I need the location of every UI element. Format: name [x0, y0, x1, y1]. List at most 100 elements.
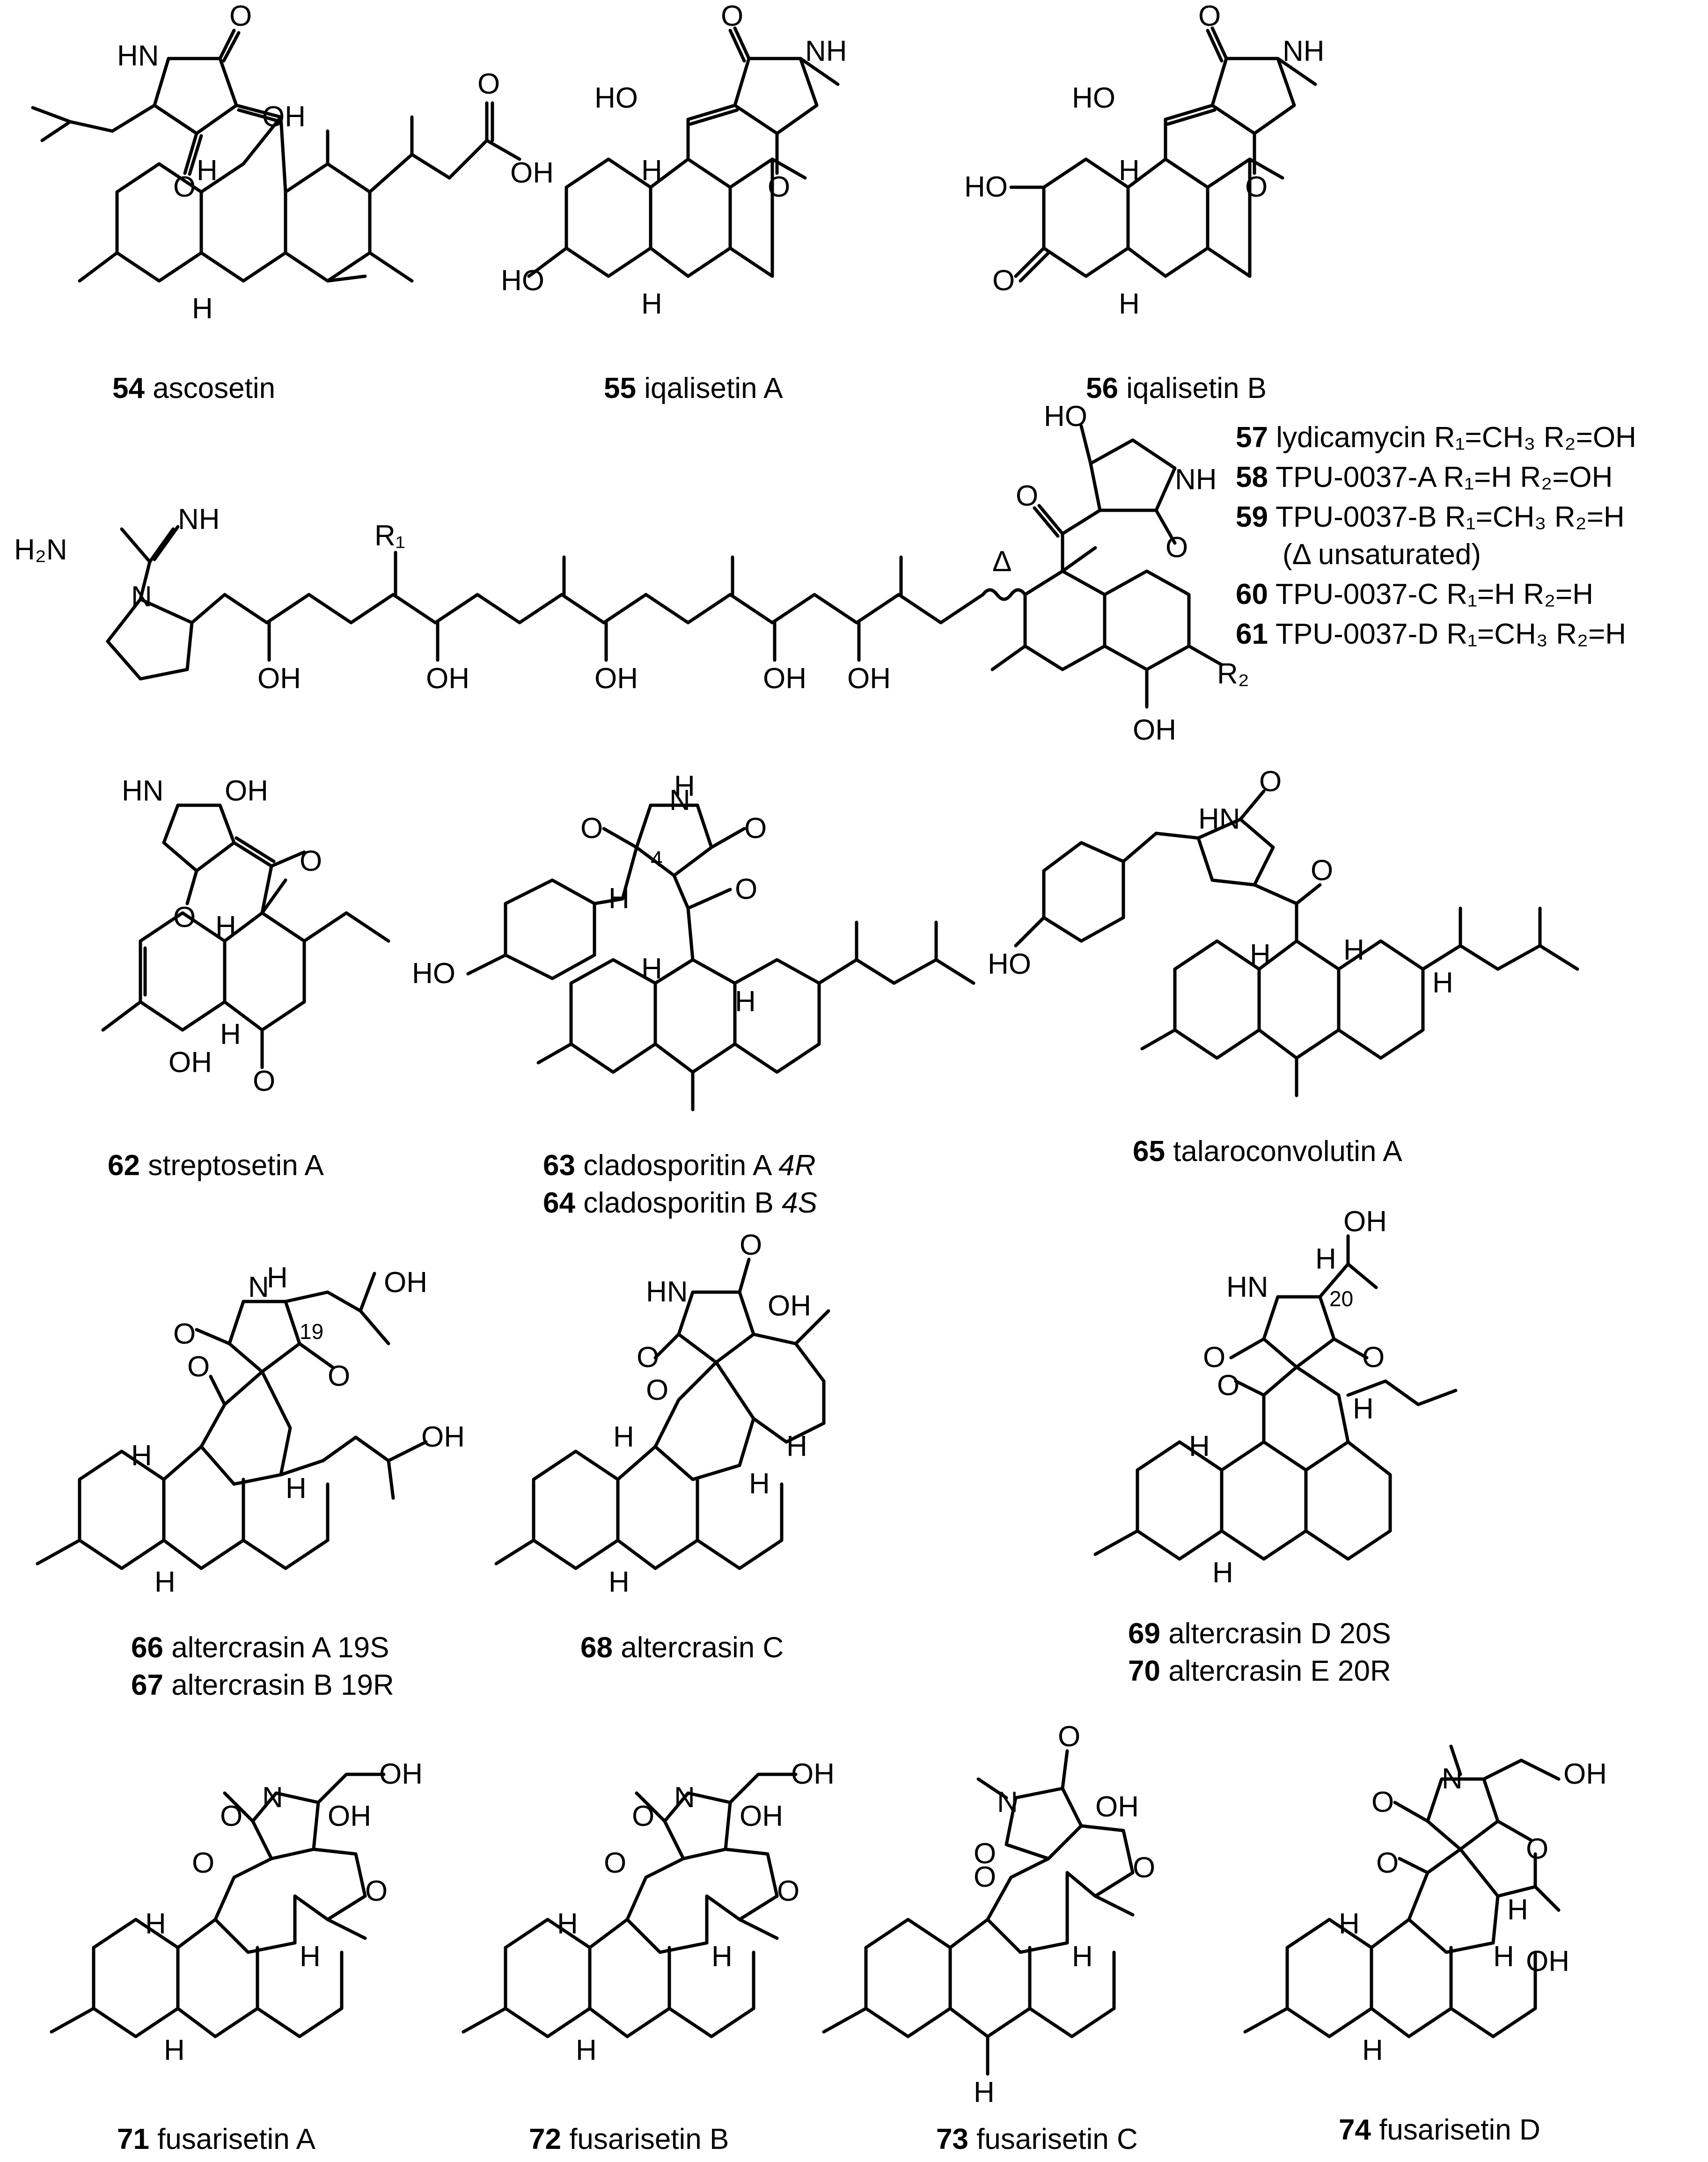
structure-66-67: N H O O O OH 19 OH H H H [36, 1262, 465, 1598]
atom-label: HN [1226, 1271, 1268, 1303]
atom-label: O [1259, 765, 1282, 798]
atom-label: O [740, 1229, 762, 1261]
caption-69: 69 altercrasin D 20S [1128, 1618, 1391, 1650]
structure-73: N O O O OH O H H [822, 1721, 1155, 2109]
atom-label: H [215, 911, 236, 943]
atom-label: O [365, 1875, 388, 1907]
caption-70: 70 altercrasin E 20R [1128, 1655, 1391, 1687]
atom-label: O [173, 171, 196, 203]
atom-label: O [1198, 0, 1221, 32]
caption-59: 59 TPU-0037-B R₁=CH₃ R₂=H [1236, 501, 1625, 533]
caption-74: 74 fusarisetin D [1339, 2114, 1540, 2146]
atom-label: OH [257, 662, 301, 695]
atom-label: NH [178, 503, 220, 536]
delta-note: (Δ unsaturated) [1283, 538, 1481, 571]
atom-label: NH [805, 35, 847, 67]
structure-72: N O O OH OH O H H H [462, 1758, 835, 2066]
atom-label: H [674, 770, 695, 802]
atom-label: N [669, 784, 690, 816]
atom-label: HO [594, 82, 638, 114]
atom-label: N [674, 1781, 695, 1814]
legend-57-61: 57 lydicamycin R₁=CH₃ R₂=OH 58 TPU-0037-… [1236, 421, 1636, 650]
atom-label: OH [1133, 714, 1176, 746]
caption-67: 67 altercrasin B 19R [131, 1669, 394, 1701]
atom-label: O [974, 1861, 996, 1893]
position-label: 20 [1329, 1287, 1353, 1311]
atom-label: O [300, 845, 322, 877]
atom-label: OH [262, 101, 306, 133]
atom-label: H [1353, 1393, 1374, 1425]
atom-label: H [641, 953, 662, 985]
atom-label: O [646, 1374, 668, 1406]
atom-label: O [1058, 1721, 1080, 1753]
atom-label: O [173, 1318, 196, 1350]
caption-66: 66 altercrasin A 19S [131, 1632, 389, 1664]
atom-label: HO [964, 171, 1008, 203]
atom-label: HN [122, 775, 164, 807]
atom-label: H [145, 1908, 166, 1940]
atom-label: O [768, 171, 790, 203]
atom-label: HO [412, 957, 455, 990]
atom-label: O [1016, 480, 1038, 512]
atom-label: HO [501, 265, 544, 297]
atom-label: H [1250, 939, 1271, 971]
atom-label: NH [1283, 35, 1325, 67]
atom-label: H [1339, 1908, 1360, 1940]
atom-label: O [1133, 1852, 1155, 1884]
atom-label: O [1245, 171, 1268, 203]
atom-label: O [328, 1360, 350, 1392]
atom-label: H [608, 1566, 630, 1598]
atom-label: H [735, 985, 756, 1018]
structure-69-70: HN H OH 20 O O O H H H [1093, 1206, 1458, 1589]
atom-label: OH [791, 1758, 835, 1790]
atom-label: OH [594, 662, 638, 695]
atom-label: OH [740, 1800, 783, 1832]
delta-label: Δ [992, 545, 1012, 578]
atom-label: HO [1072, 82, 1115, 114]
caption-68: 68 altercrasin C [580, 1632, 784, 1664]
atom-label: O [477, 68, 500, 100]
atom-label: OH [1095, 1791, 1139, 1823]
atom-label: OH [384, 1266, 427, 1299]
caption-60: 60 TPU-0037-C R₁=H R₂=H [1236, 578, 1593, 610]
atom-label: O [974, 1838, 996, 1870]
structure-71: N O O OH OH O H H H [50, 1758, 423, 2066]
atom-label: H [974, 2076, 995, 2109]
structure-55: HO O NH O H H HO [501, 0, 847, 320]
atom-label: N [262, 1781, 283, 1814]
atom-label: H₂N [14, 534, 67, 566]
atom-label: H [197, 154, 218, 187]
atom-label: H [608, 882, 630, 915]
atom-label: H [220, 1018, 241, 1051]
atom-label: O [777, 1875, 799, 1907]
structure-65: HN O O HO H H H [988, 765, 1579, 1097]
atom-label: H [557, 1908, 578, 1940]
caption-57: 57 lydicamycin R₁=CH₃ R₂=OH [1236, 421, 1636, 454]
atom-label: H [192, 293, 213, 325]
atom-label: H [749, 1468, 770, 1500]
atom-label: HN [117, 40, 159, 72]
caption-56: 56 iqalisetin B [1086, 372, 1267, 404]
atom-label: O [1203, 1341, 1225, 1374]
structure-56: HO O NH O H H HO O [964, 0, 1325, 320]
caption-58: 58 TPU-0037-A R₁=H R₂=OH [1236, 461, 1613, 493]
caption-55: 55 iqalisetin A [604, 372, 783, 404]
atom-label: O [1362, 1341, 1385, 1374]
atom-label: O [632, 1800, 654, 1832]
atom-label: HO [1044, 400, 1087, 433]
atom-label: OH [225, 775, 268, 807]
atom-label: R₁ [374, 520, 405, 552]
atom-label: NH [1175, 463, 1217, 496]
atom-label: O [229, 0, 252, 32]
atom-label: OH [510, 157, 554, 189]
atom-label: OH [763, 662, 806, 695]
position-label: 19 [300, 1319, 323, 1344]
atom-label: R₂ [1217, 658, 1249, 690]
atom-label: O [187, 1351, 210, 1383]
atom-label: H [154, 1566, 176, 1598]
atom-label: H [164, 2034, 185, 2066]
atom-label: H [267, 1262, 288, 1294]
atom-label: O [1376, 1847, 1399, 1879]
atom-label: O [1311, 854, 1333, 887]
